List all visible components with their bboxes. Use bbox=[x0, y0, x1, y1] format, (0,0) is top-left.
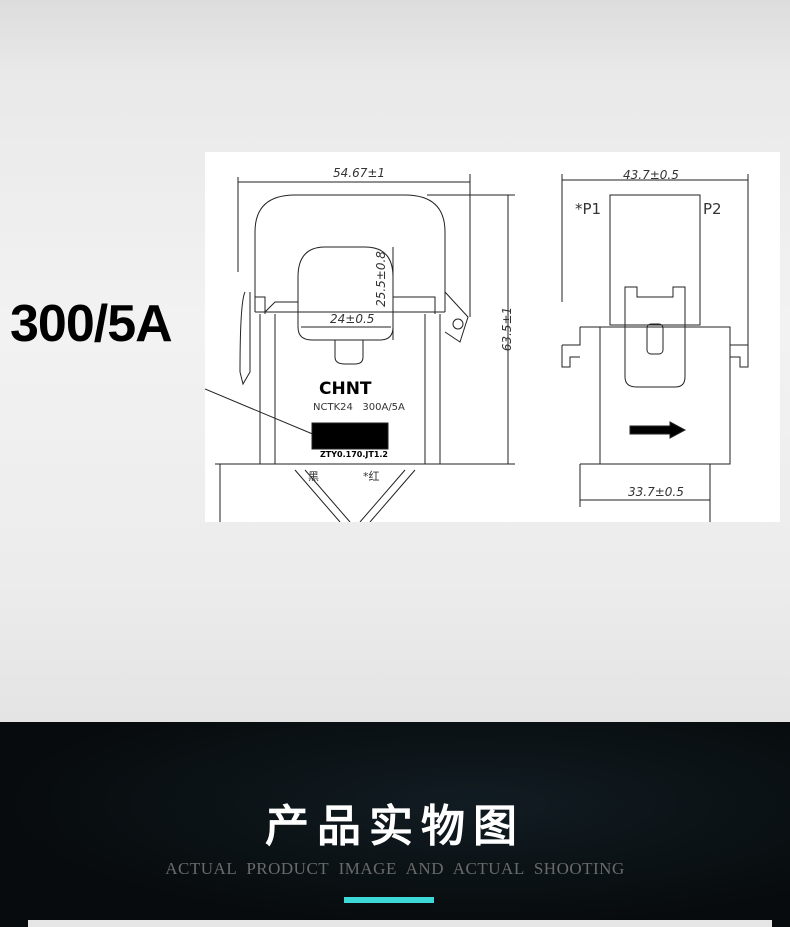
p1-label: *P1 bbox=[575, 200, 602, 218]
model-label: NCTK24 300A/5A bbox=[313, 402, 405, 413]
black-wire-label: 黑 bbox=[308, 470, 319, 483]
p2-label: P2 bbox=[703, 200, 722, 218]
code-label: ZTY0.170.JT1.2 bbox=[320, 450, 388, 459]
side-base-dimension: 33.7±0.5 bbox=[628, 485, 684, 499]
section-title-cn: 产品实物图 bbox=[265, 801, 525, 852]
side-width-dimension: 43.7±0.5 bbox=[623, 168, 679, 182]
brand-logo: CHNT bbox=[319, 379, 372, 399]
height-dimension: 63.5±1 bbox=[500, 306, 515, 352]
content-strip bbox=[28, 920, 772, 927]
drawing-lines bbox=[205, 174, 749, 522]
section-title-en: ACTUAL PRODUCT IMAGE AND ACTUAL SHOOTING bbox=[165, 859, 625, 878]
width-dimension: 54.67±1 bbox=[333, 166, 386, 180]
inner-height-dimension: 25.5±0.8 bbox=[373, 251, 388, 307]
section-header: 产品实物图 ACTUAL PRODUCT IMAGE AND ACTUAL SH… bbox=[0, 722, 790, 927]
dimension-drawing: 54.67±1 24±0.5 25.5±0.8 63.5±1 43.7±0.5 … bbox=[205, 152, 780, 522]
inner-width-dimension: 24±0.5 bbox=[330, 312, 375, 326]
accent-bar bbox=[344, 897, 434, 903]
product-drawing-section: 300/5A bbox=[0, 0, 790, 722]
red-wire-label: *红 bbox=[363, 470, 380, 483]
rating-label: 300/5A bbox=[10, 295, 173, 353]
